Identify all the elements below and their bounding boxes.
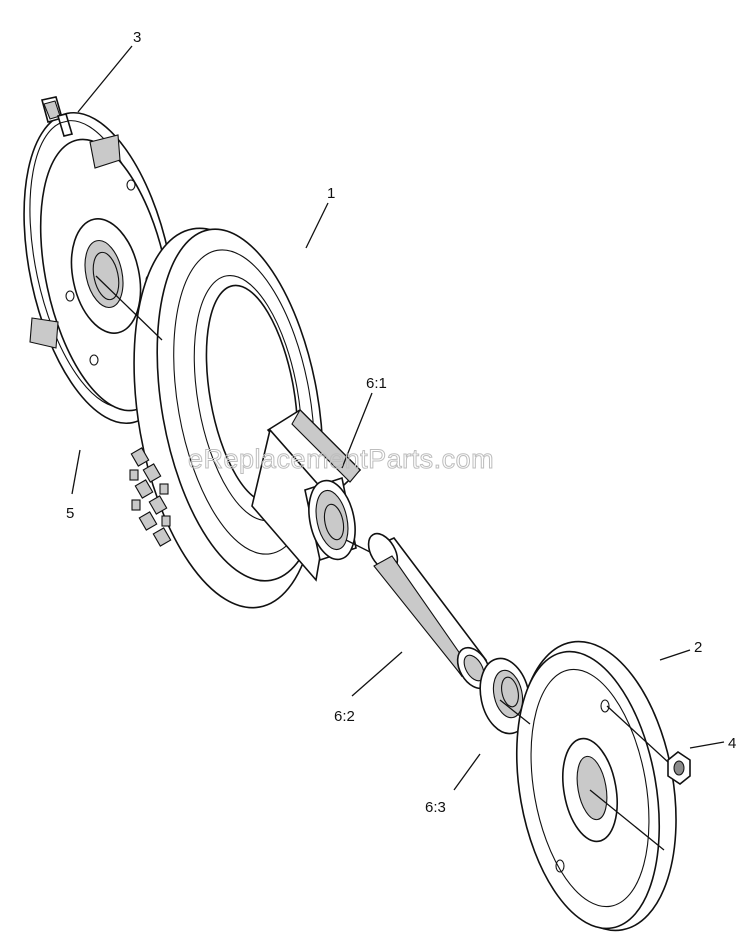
callout-center-hub: 6:1 — [366, 375, 387, 392]
callout-axle-sleeve: 6:2 — [334, 708, 355, 725]
center-hub-part — [251, 408, 362, 582]
left-hub-part — [23, 111, 177, 425]
callout-nut: 4 — [728, 735, 736, 752]
watermark-text: eReplacementParts.com — [188, 444, 494, 474]
tire-tread-pattern — [129, 447, 172, 547]
leader-lines — [71, 45, 725, 851]
right-hub-part — [515, 640, 677, 932]
washer-part — [479, 657, 531, 735]
callout-bolt: 3 — [133, 29, 141, 46]
bolt-part — [41, 96, 74, 137]
callout-washer: 6:3 — [425, 799, 446, 816]
callout-labels: 1 2 3 4 5 6:1 6:2 6:3 — [66, 29, 736, 816]
callout-left-hub: 5 — [66, 505, 74, 522]
nut-part — [667, 751, 691, 785]
callout-tire: 1 — [327, 185, 335, 202]
axle-sleeve-part — [367, 532, 492, 690]
callout-right-hub: 2 — [694, 639, 702, 656]
